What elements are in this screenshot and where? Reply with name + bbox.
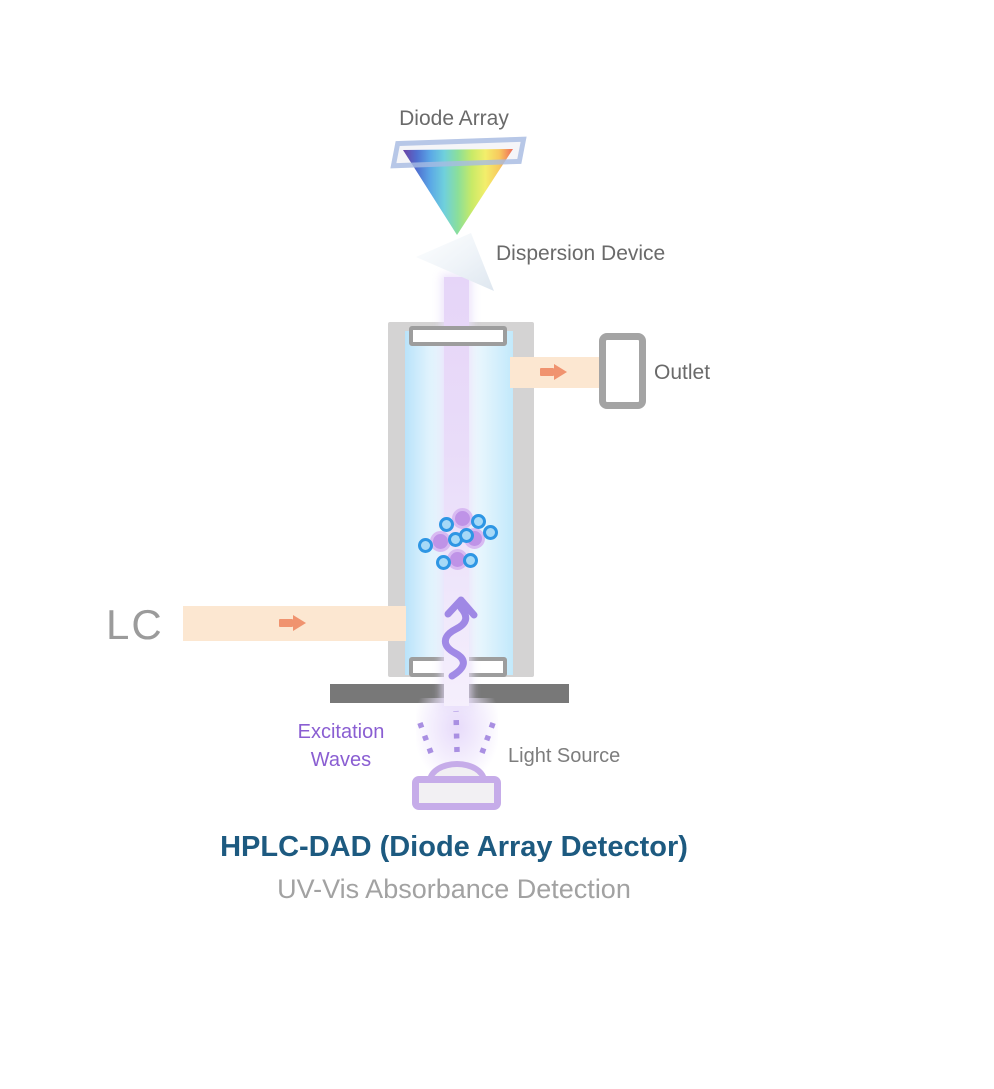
spectrum-fan-icon — [403, 149, 513, 235]
light-rays-icon — [414, 710, 499, 754]
caption: HPLC-DAD (Diode Array Detector) UV-Vis A… — [0, 831, 908, 905]
inlet-arrow-icon — [279, 615, 306, 631]
outlet-arrow-shaft — [540, 368, 554, 376]
dispersion-prism-icon — [416, 233, 494, 291]
lc-inlet-label: LC — [106, 601, 164, 648]
diagram-title: HPLC-DAD (Diode Array Detector) — [220, 831, 688, 863]
light-source-label: Light Source — [508, 745, 621, 767]
dispersion-device-label: Dispersion Device — [496, 242, 666, 265]
diode-array-label: Diode Array — [399, 107, 509, 130]
diagram-subtitle: UV-Vis Absorbance Detection — [277, 874, 631, 904]
outlet-arrow-head — [554, 364, 567, 380]
outlet-port — [599, 333, 646, 409]
excitation-waves-line2: Waves — [310, 749, 372, 771]
excitation-waves-label: Excitation Waves — [280, 718, 402, 774]
inlet-arrow-shaft — [279, 619, 293, 627]
outlet-label: Outlet — [654, 361, 711, 384]
excitation-wave-arrow-icon — [441, 596, 478, 680]
excitation-waves-line1: Excitation — [297, 721, 385, 743]
lamp-base-icon — [412, 776, 501, 810]
diode-array-frame — [390, 136, 527, 169]
inlet-arrow-head — [293, 615, 306, 631]
outlet-arrow-icon — [540, 364, 567, 380]
flow-cell-top-slit — [409, 326, 507, 346]
